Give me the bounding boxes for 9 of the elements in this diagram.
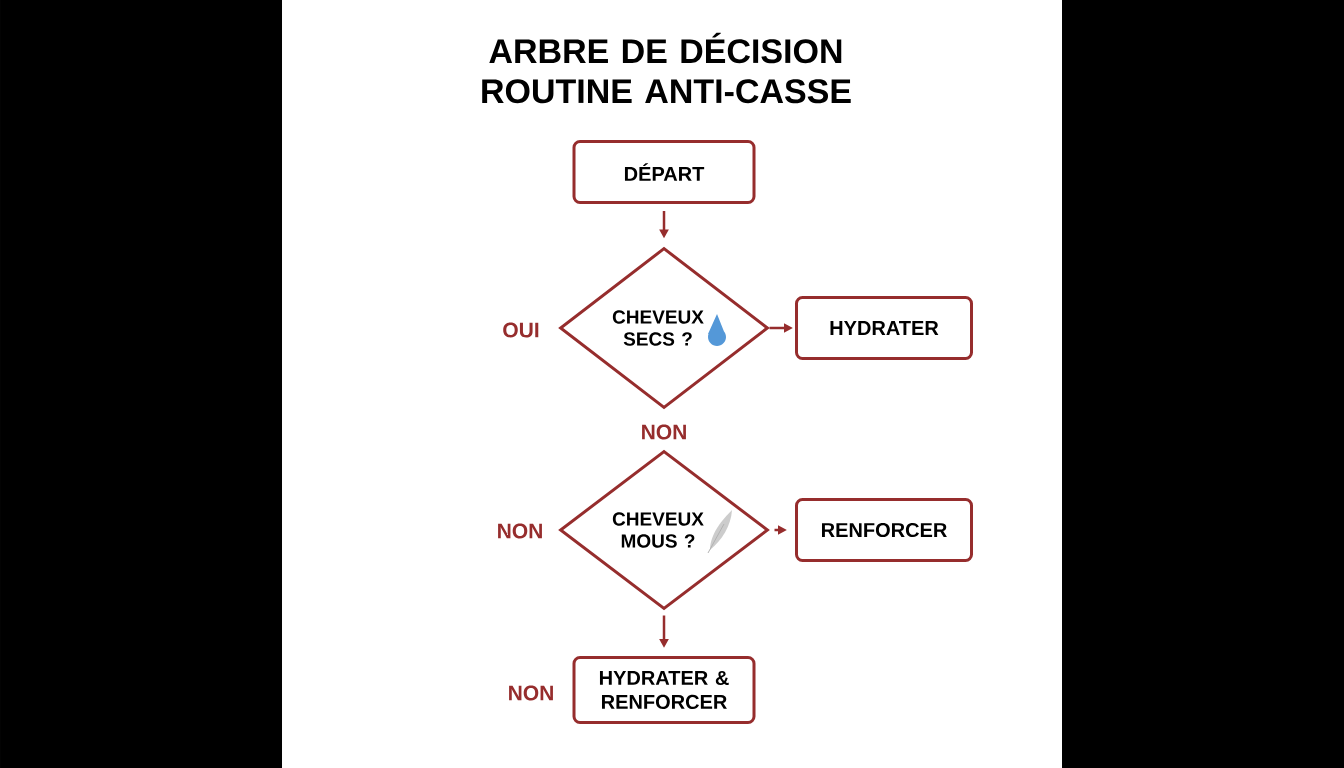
process-box: RENFORCER (795, 498, 973, 562)
branch-label: NON (498, 523, 542, 539)
process-box: HYDRATER & RENFORCER (572, 656, 756, 724)
branch-label: NON (509, 685, 553, 701)
process-box: HYDRATER (795, 296, 973, 360)
title: ARBRE DE DÉCISION ROUTINE ANTI-CASSE (482, 32, 851, 104)
branch-label: NON (642, 424, 686, 440)
branch-label: OUI (503, 322, 539, 338)
process-box: DÉPART (572, 140, 756, 204)
